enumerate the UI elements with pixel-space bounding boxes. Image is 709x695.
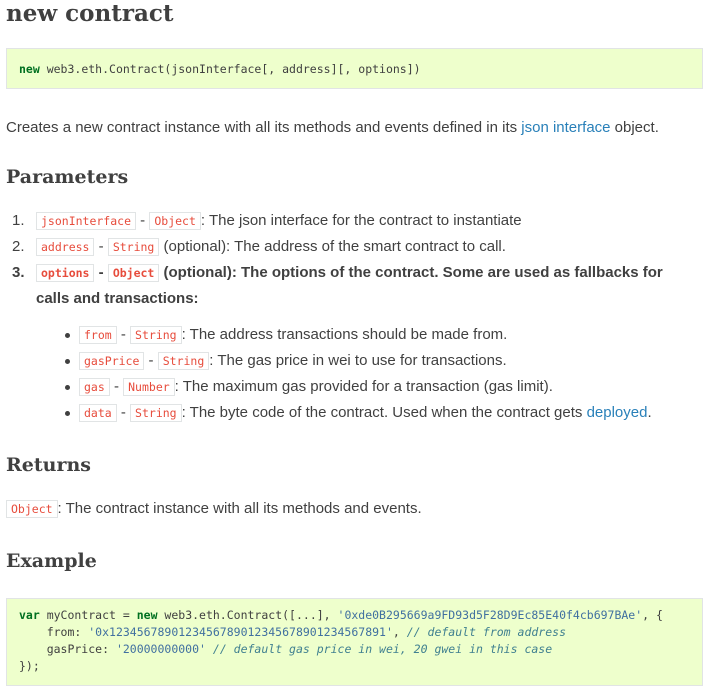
code-string: '0x1234567890123456789012345678901234567… <box>88 625 393 639</box>
code-text: from: <box>19 625 89 639</box>
option-type: String <box>130 404 182 422</box>
option-separator: - <box>109 378 124 395</box>
param-desc: (optional): The options of the contract.… <box>36 264 663 307</box>
code-line: var myContract = new web3.eth.Contract([… <box>19 607 690 624</box>
code-comment: // default from address <box>406 625 566 639</box>
description-text-end: object. <box>610 119 659 136</box>
param-separator: - <box>94 238 108 255</box>
parameters-list: 1.jsonInterface - Object: The json inter… <box>12 208 696 312</box>
page-title: new contract <box>6 0 174 27</box>
list-item: 2. address - String (optional): The addre… <box>12 234 696 260</box>
code-line: from: '0x1234567890123456789012345678901… <box>19 624 690 641</box>
bullet-icon <box>65 411 70 416</box>
param-desc: (optional): The address of the smart con… <box>159 238 506 255</box>
option-desc: : The address transactions should be mad… <box>181 326 508 343</box>
list-item: gasPrice - String: The gas price in wei … <box>61 348 652 374</box>
code-text: , <box>392 625 407 639</box>
option-desc: : The maximum gas provided for a transac… <box>174 378 553 395</box>
code-keyword: new <box>136 608 158 622</box>
example-code-block: var myContract = new web3.eth.Contract([… <box>6 598 703 686</box>
returns-heading: Returns <box>6 454 91 476</box>
code-line: gasPrice: '20000000000' // default gas p… <box>19 641 690 658</box>
signature-code-block: new web3.eth.Contract(jsonInterface[, ad… <box>6 48 703 89</box>
example-heading: Example <box>6 550 97 572</box>
code-text <box>206 642 213 656</box>
code-string: '20000000000' <box>115 642 206 656</box>
list-item: gas - Number: The maximum gas provided f… <box>61 374 652 400</box>
option-desc: : The byte code of the contract. Used wh… <box>181 404 587 421</box>
code-string: '0xde0B295669a9FD93d5F28D9Ec85E40f4cb697… <box>337 608 643 622</box>
param-type: String <box>107 238 160 256</box>
param-name: jsonInterface <box>36 212 137 230</box>
list-item: from - String: The address transactions … <box>61 322 652 348</box>
option-name: gasPrice <box>79 352 145 370</box>
param-type: Object <box>107 264 160 282</box>
option-separator: - <box>116 326 131 343</box>
param-name: address <box>36 238 95 256</box>
parameters-heading: Parameters <box>6 166 129 188</box>
signature-text: web3.eth.Contract(jsonInterface[, addres… <box>39 62 421 76</box>
return-type: Object <box>6 500 58 518</box>
param-separator: - <box>94 264 108 281</box>
code-comment: // default gas price in wei, 20 gwei in … <box>212 642 553 656</box>
bullet-icon <box>65 385 70 390</box>
bullet-icon <box>65 333 70 338</box>
description-text: Creates a new contract instance with all… <box>6 119 522 136</box>
bullet-icon <box>65 359 70 364</box>
item-number: 1. <box>12 212 25 229</box>
code-line: }); <box>19 659 40 673</box>
code-text: myContract = <box>39 608 137 622</box>
param-type: Object <box>149 212 201 230</box>
option-desc: : The gas price in wei to use for transa… <box>209 352 507 369</box>
list-item: 3. options - Object (optional): The optio… <box>12 260 696 312</box>
returns-paragraph: Object: The contract instance with all i… <box>6 499 422 519</box>
list-item: 1. jsonInterface - Object: The json inter… <box>12 208 696 234</box>
item-number: 3. <box>12 264 25 281</box>
options-sublist: from - String: The address transactions … <box>61 322 652 426</box>
description-paragraph: Creates a new contract instance with all… <box>6 118 659 138</box>
list-item: data - String: The byte code of the cont… <box>61 400 652 426</box>
param-name: options <box>36 264 95 282</box>
code-text: gasPrice: <box>19 642 116 656</box>
option-separator: - <box>144 352 158 369</box>
code-keyword: var <box>19 608 40 622</box>
option-name: gas <box>79 378 110 396</box>
option-name: from <box>79 326 117 344</box>
param-desc: : The json interface for the contract to… <box>200 212 522 229</box>
json-interface-link[interactable]: json interface <box>521 119 611 136</box>
deployed-link[interactable]: deployed <box>586 404 648 421</box>
signature-keyword: new <box>19 62 40 76</box>
code-text: , { <box>642 608 663 622</box>
option-type: String <box>157 352 210 370</box>
option-name: data <box>79 404 117 422</box>
option-type: String <box>130 326 182 344</box>
option-type: Number <box>123 378 175 396</box>
code-text: web3.eth.Contract([...], <box>157 608 338 622</box>
item-number: 2. <box>12 238 25 255</box>
option-desc-end: . <box>647 404 652 421</box>
return-desc: : The contract instance with all its met… <box>57 500 422 517</box>
param-separator: - <box>136 212 150 229</box>
option-separator: - <box>116 404 131 421</box>
